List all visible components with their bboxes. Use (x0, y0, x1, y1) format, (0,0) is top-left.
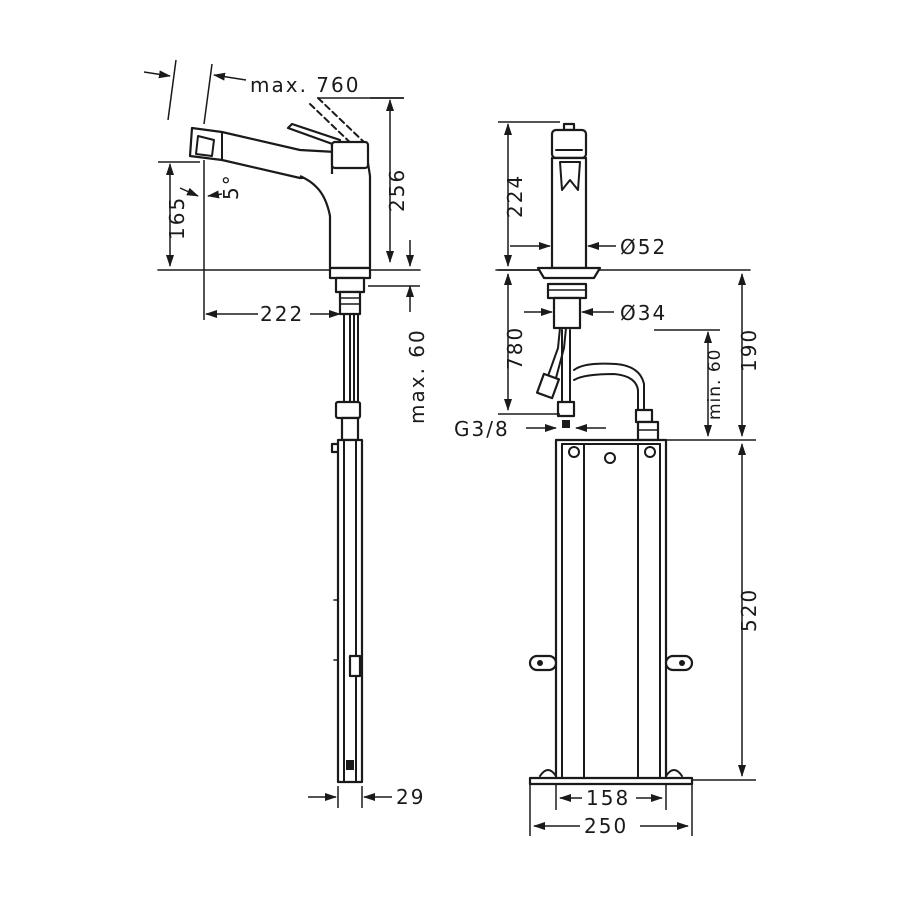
label-250: 250 (584, 814, 628, 838)
label-222: 222 (260, 302, 304, 326)
label-780: 780 (503, 326, 527, 370)
label-5-degrees: 5° (219, 173, 243, 200)
front-view: 224 Ø52 Ø34 780 G3/8 min. 60 190 520 (454, 121, 761, 838)
hoses-front (535, 327, 660, 442)
label-min-60: min. 60 (705, 349, 725, 421)
label-190: 190 (737, 328, 761, 372)
label-165: 165 (165, 196, 189, 240)
label-158: 158 (586, 786, 630, 810)
label-224: 224 (503, 174, 527, 218)
hoses-side (330, 313, 364, 784)
label-max-60: max. 60 (405, 328, 429, 424)
label-g38: G3/8 (454, 417, 510, 441)
label-520: 520 (737, 588, 761, 632)
faucet-body-front (536, 122, 602, 330)
faucet-body-side (188, 97, 372, 316)
label-diameter-34: Ø34 (620, 301, 667, 325)
label-29: 29 (396, 785, 425, 809)
label-256: 256 (385, 168, 409, 212)
label-max-760: max. 760 (250, 73, 360, 97)
label-diameter-52: Ø52 (620, 235, 667, 259)
installation-box (528, 438, 694, 786)
side-view: max. 760 256 max. 60 165 5° 222 29 (143, 59, 429, 809)
